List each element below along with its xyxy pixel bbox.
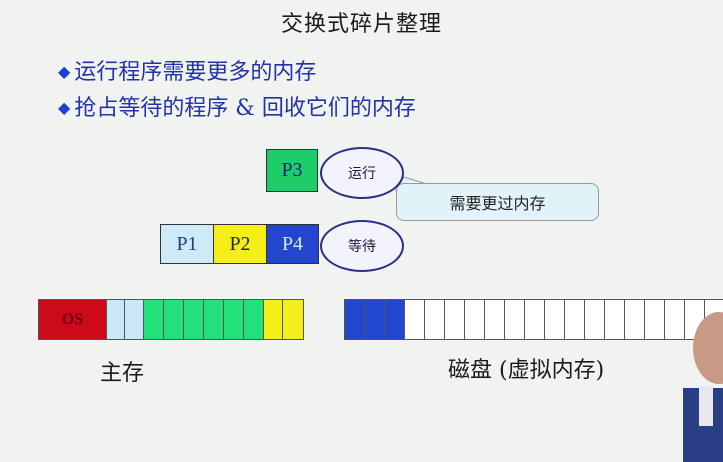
disk-cell-free — [445, 300, 465, 339]
disk-cell-free — [545, 300, 565, 339]
process-p4: P4 — [266, 224, 319, 264]
disk-cell-free — [405, 300, 425, 339]
memory-cell — [264, 300, 283, 339]
process-p1: P1 — [160, 224, 214, 264]
disk-cell-free — [645, 300, 665, 339]
callout-need-more-memory: 需要更过内存 — [396, 183, 599, 221]
state-running: 运行 — [320, 147, 404, 199]
memory-cell — [184, 300, 204, 339]
disk-cell-used — [345, 300, 365, 339]
disk-label: 磁盘 (虚拟内存) — [448, 352, 604, 384]
disk-cell-free — [505, 300, 525, 339]
memory-cell — [164, 300, 184, 339]
disk-cell-free — [605, 300, 625, 339]
disk-cell-free — [485, 300, 505, 339]
disk-cell-used — [385, 300, 405, 339]
disk-cell-free — [465, 300, 485, 339]
disk-cell-used — [365, 300, 385, 339]
memory-cell — [244, 300, 264, 339]
main-memory-bar: OS — [38, 299, 304, 340]
memory-cell — [125, 300, 144, 339]
memory-cell — [107, 300, 125, 339]
presenter-figure — [675, 300, 723, 462]
disk-cell-free — [625, 300, 645, 339]
process-p3: P3 — [266, 149, 318, 192]
memory-cell — [144, 300, 164, 339]
memory-cell — [224, 300, 244, 339]
disk-cell-free — [565, 300, 585, 339]
state-waiting: 等待 — [320, 220, 404, 272]
main-memory-label: 主存 — [100, 355, 144, 387]
disk-cell-free — [525, 300, 545, 339]
disk-bar — [344, 299, 723, 340]
memory-cell — [283, 300, 303, 339]
memory-cell — [204, 300, 224, 339]
disk-cell-free — [425, 300, 445, 339]
os-block: OS — [39, 300, 107, 339]
disk-cell-free — [585, 300, 605, 339]
process-p2: P2 — [213, 224, 267, 264]
